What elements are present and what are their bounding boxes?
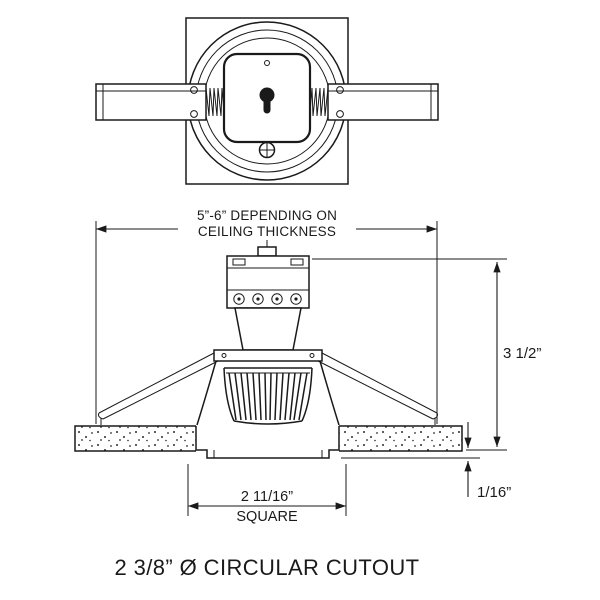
junction-box bbox=[226, 239, 310, 309]
bar-screw bbox=[190, 86, 198, 94]
ceiling-section-left bbox=[74, 425, 196, 452]
left-spring bbox=[205, 87, 225, 117]
right-mounting-bar bbox=[309, 83, 439, 121]
terminal-screws bbox=[233, 293, 302, 305]
dim-text-mask bbox=[178, 206, 356, 240]
front-view bbox=[74, 239, 463, 459]
keyhole-slot bbox=[259, 87, 275, 114]
protrusion-value: 1/16” bbox=[477, 484, 511, 501]
height-value: 3 1/2” bbox=[503, 345, 541, 362]
dim-housing-height: 3 1/2” bbox=[312, 258, 541, 451]
ceiling-section-right bbox=[339, 425, 463, 452]
reflector-lamp bbox=[223, 367, 313, 425]
dim-trim-square: 2 11/16” SQUARE bbox=[187, 464, 347, 525]
plate-hole bbox=[264, 60, 270, 66]
top-view bbox=[95, 17, 439, 185]
mounting-plate bbox=[222, 52, 312, 144]
mounting-flange bbox=[213, 349, 323, 362]
square-value: 2 11/16” bbox=[241, 489, 293, 505]
adjustment-screw bbox=[258, 141, 276, 159]
spring-arms bbox=[98, 352, 438, 425]
left-mounting-bar bbox=[95, 83, 225, 121]
caption-circular-cutout: 2 3/8” Ø CIRCULAR CUTOUT bbox=[114, 555, 419, 580]
bar-screw bbox=[190, 110, 198, 118]
depth-note-line2: CEILING THICKNESS bbox=[198, 224, 336, 239]
depth-note-line1: 5”-6” DEPENDING ON bbox=[197, 208, 337, 223]
trim-below-ceiling bbox=[195, 426, 340, 459]
square-word: SQUARE bbox=[236, 509, 298, 525]
reflector-trim-cone bbox=[196, 360, 340, 426]
dim-housing-depth: 5”-6” DEPENDING ON CEILING THICKNESS bbox=[95, 206, 438, 424]
right-spring bbox=[309, 87, 329, 117]
bar-screw bbox=[336, 86, 344, 94]
housing-neck bbox=[234, 307, 302, 351]
dim-trim-protrusion: 1/16” bbox=[341, 422, 511, 501]
reflector-ribs bbox=[228, 372, 308, 421]
bar-screw bbox=[336, 110, 344, 118]
